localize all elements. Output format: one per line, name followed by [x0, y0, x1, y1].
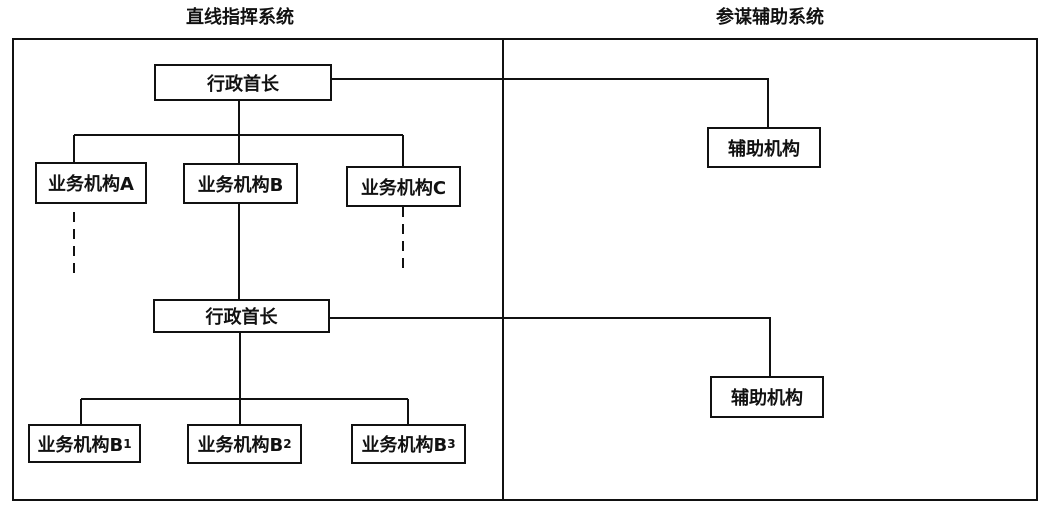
unit-b1-subscript: 1	[123, 436, 132, 451]
staff-system-frame	[502, 38, 1038, 501]
unit-b2-subscript: 2	[283, 437, 292, 451]
connector-exec-mid-to-aux	[330, 317, 771, 376]
exec-mid-box: 行政首长	[153, 299, 330, 333]
unit-c-box: 业务机构C	[346, 166, 461, 207]
exec-mid-label: 行政首长	[205, 307, 278, 328]
connector-exec-top-to-aux	[332, 78, 769, 127]
unit-b2-label: 业务机构B	[197, 435, 284, 456]
exec-top-box: 行政首长	[154, 64, 332, 101]
exec-top-label: 行政首长	[207, 73, 279, 95]
unit-b1-label: 业务机构B	[37, 434, 124, 456]
unit-b-label: 业务机构B	[197, 174, 284, 196]
aux-bottom-label: 辅助机构	[731, 388, 803, 409]
unit-b3-label: 业务机构B	[361, 435, 448, 456]
unit-a-label: 业务机构A	[48, 174, 134, 195]
line-system-heading: 直线指挥系统	[186, 7, 294, 28]
aux-top-label: 辅助机构	[728, 138, 800, 160]
unit-c-label: 业务机构C	[360, 177, 447, 199]
unit-a-box: 业务机构A	[35, 162, 147, 204]
unit-b3-subscript: 3	[447, 437, 456, 451]
unit-b-box: 业务机构B	[183, 163, 298, 204]
staff-system-heading: 参谋辅助系统	[716, 7, 824, 28]
aux-top-box: 辅助机构	[707, 127, 821, 168]
aux-bottom-box: 辅助机构	[710, 376, 824, 418]
